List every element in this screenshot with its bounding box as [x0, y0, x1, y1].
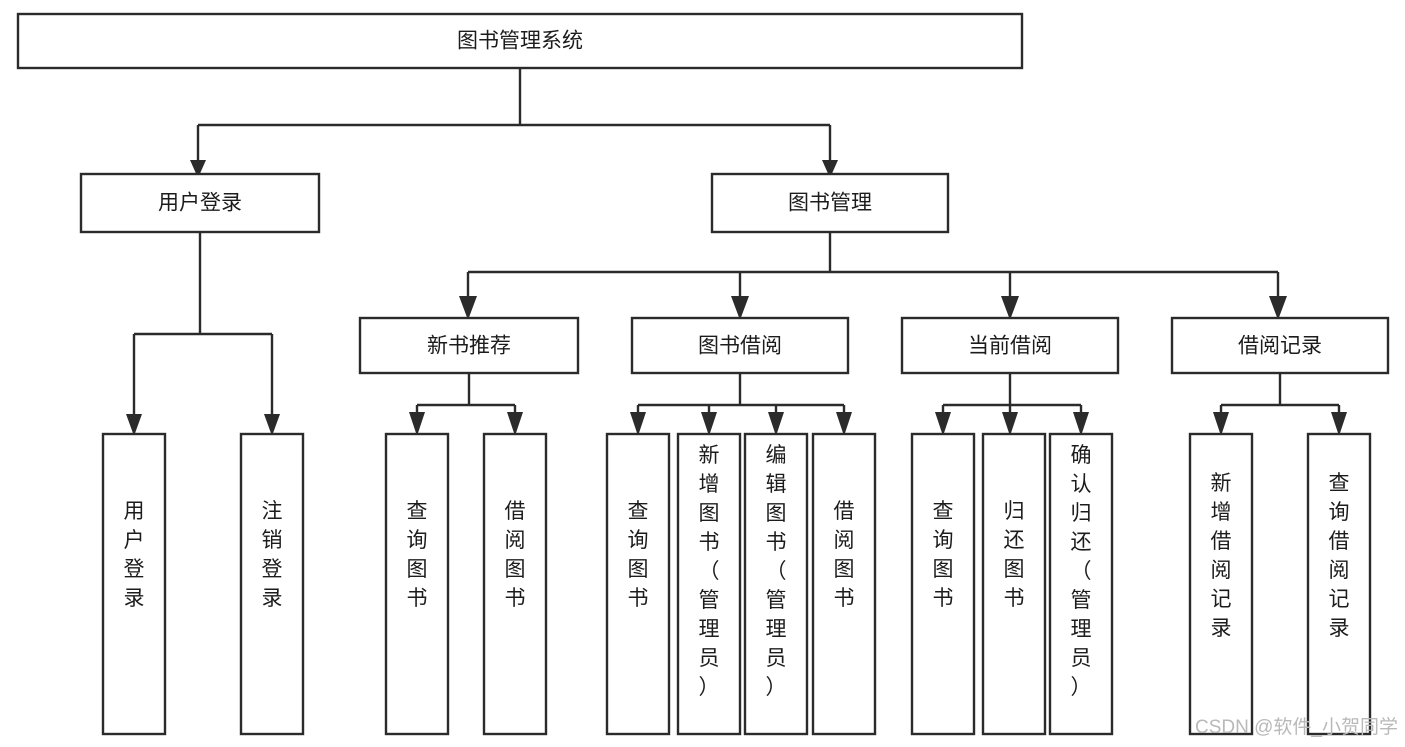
arrow-to-leaf-query-book-borrow [630, 412, 646, 436]
leaf-label: 新增借阅记录 [1211, 472, 1232, 640]
leaf-box[interactable] [1306, 432, 1372, 736]
leaf-label: 确认归还（管理员） [1071, 444, 1092, 699]
leaf-node[interactable]: 借阅图书 [811, 432, 877, 736]
leaf-node[interactable]: 查询图书 [384, 432, 450, 736]
connector-group-new-book-recommend [409, 373, 523, 436]
node-current-borrow[interactable]: 当前借阅 [900, 316, 1120, 375]
node-new-book-recommend[interactable]: 新书推荐 [358, 316, 580, 375]
leaf-box[interactable] [811, 432, 877, 736]
node-new-book-recommend-label: 新书推荐 [427, 335, 511, 358]
leaf-box[interactable] [384, 432, 450, 736]
leaf-label: 用户登录 [124, 500, 145, 610]
leaf-box[interactable] [482, 432, 548, 736]
leaf-box[interactable] [1188, 432, 1254, 736]
node-borrow-record[interactable]: 借阅记录 [1170, 316, 1390, 375]
leaf-box[interactable] [910, 432, 976, 736]
leaf-label: 查询图书 [628, 500, 649, 610]
connector-group-book-borrow [630, 373, 852, 436]
leaf-label: 归还图书 [1004, 500, 1025, 610]
leaf-box[interactable] [239, 432, 305, 736]
leaf-node[interactable]: 借阅图书 [482, 432, 548, 736]
arrow-to-leaf-add-record [1213, 412, 1229, 436]
node-root-box[interactable] [16, 12, 1024, 70]
leaf-node[interactable]: 查询图书 [910, 432, 976, 736]
node-current-borrow-label: 当前借阅 [968, 335, 1052, 358]
leaf-node[interactable]: 用户登录 [101, 432, 167, 736]
leaf-node[interactable]: 编辑图书（管理员） [743, 432, 809, 736]
leaf-box[interactable] [676, 432, 742, 736]
leaf-label: 编辑图书（管理员） [766, 444, 787, 699]
connector-book-borrow-to-leaves [636, 373, 846, 418]
connector-group-user-login [126, 232, 280, 436]
arrow-to-leaf-query-book-current [935, 412, 951, 436]
leaf-node[interactable]: 确认归还（管理员） [1048, 432, 1114, 736]
leaf-node[interactable]: 新增图书（管理员） [676, 432, 742, 736]
arrow-to-leaf-borrow-book [836, 412, 852, 436]
leaf-box[interactable] [101, 432, 167, 736]
arrow-to-leaf-logout [264, 414, 280, 436]
leaf-node[interactable]: 归还图书 [981, 432, 1047, 736]
arrow-to-borrow-record [1269, 296, 1287, 320]
node-book-management[interactable]: 图书管理 [710, 172, 950, 234]
arrow-to-leaf-edit-book [768, 412, 784, 436]
arrow-to-leaf-borrow-book-recommend [507, 412, 523, 436]
node-book-borrow-box[interactable] [630, 316, 850, 375]
node-book-management-label: 图书管理 [788, 192, 872, 215]
arrow-to-book-borrow [731, 296, 749, 320]
arrow-to-book-management [822, 160, 838, 178]
leaf-box[interactable] [605, 432, 671, 736]
node-root-label: 图书管理系统 [457, 30, 583, 53]
arrow-to-leaf-user-login [126, 414, 142, 436]
arrow-to-user-login [190, 160, 206, 178]
connector-new-book-recommend-to-leaves [415, 373, 517, 418]
connector-book-management-to-level3 [466, 232, 1280, 300]
node-user-login[interactable]: 用户登录 [79, 172, 321, 234]
node-borrow-record-box[interactable] [1170, 316, 1390, 375]
node-book-borrow[interactable]: 图书借阅 [630, 316, 850, 375]
node-root[interactable]: 图书管理系统 [16, 12, 1024, 70]
arrow-to-current-borrow [1001, 296, 1019, 320]
leaf-node[interactable]: 注销登录 [239, 432, 305, 736]
leaf-label: 借阅图书 [834, 500, 855, 610]
leaf-label: 查询图书 [407, 500, 428, 610]
leaf-node[interactable]: 新增借阅记录 [1188, 432, 1254, 736]
connector-borrow-record-to-leaves [1219, 373, 1341, 418]
leaf-box[interactable] [743, 432, 809, 736]
csdn-watermark: CSDN @软件_小贺同学 [1195, 716, 1398, 738]
leaf-label: 新增图书（管理员） [699, 444, 720, 699]
node-user-login-label: 用户登录 [158, 192, 242, 215]
leaf-label: 借阅图书 [505, 500, 526, 610]
leaf-box[interactable] [981, 432, 1047, 736]
leaf-node[interactable]: 查询图书 [605, 432, 671, 736]
arrow-to-leaf-return-book [1002, 412, 1018, 436]
leaf-label: 注销登录 [262, 500, 283, 610]
node-book-management-box[interactable] [710, 172, 950, 234]
connector-user-login-to-leaves [132, 232, 274, 414]
node-book-borrow-label: 图书借阅 [698, 335, 782, 358]
leaf-label: 查询借阅记录 [1329, 472, 1350, 640]
arrow-to-leaf-query-record [1331, 412, 1347, 436]
connector-group-current-borrow [935, 373, 1089, 436]
arrow-to-leaf-add-book [701, 412, 717, 436]
leaf-box[interactable] [1048, 432, 1114, 736]
connector-group-root [190, 68, 838, 178]
arrow-to-new-book-recommend [459, 296, 477, 320]
node-new-book-recommend-box[interactable] [358, 316, 580, 375]
arrow-to-leaf-confirm-return [1073, 412, 1089, 436]
leaf-node[interactable]: 查询借阅记录 [1306, 432, 1372, 736]
connector-current-borrow-to-leaves [941, 373, 1083, 418]
node-user-login-box[interactable] [79, 172, 321, 234]
node-current-borrow-box[interactable] [900, 316, 1120, 375]
connector-group-book-management [459, 232, 1287, 320]
leaf-label: 查询图书 [933, 500, 954, 610]
arrow-to-leaf-query-book-recommend [409, 412, 425, 436]
connector-group-borrow-record [1213, 373, 1347, 436]
connector-root-to-level2 [196, 68, 832, 160]
node-borrow-record-label: 借阅记录 [1238, 335, 1322, 358]
